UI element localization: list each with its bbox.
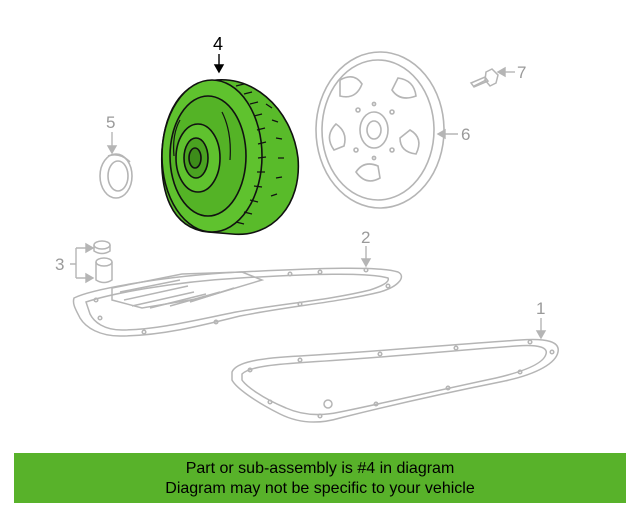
part-info-banner: Part or sub-assembly is #4 in diagram Di… (14, 453, 626, 503)
pan-gasket-part[interactable] (231, 338, 559, 423)
callout-label-6: 6 (461, 125, 470, 144)
seal-part[interactable] (99, 153, 133, 199)
banner-line-part: Part or sub-assembly is #4 in diagram (185, 460, 455, 477)
callout-2 (360, 246, 372, 268)
torque-converter-part[interactable] (160, 79, 300, 236)
callout-label-2: 2 (361, 228, 370, 247)
callout-4 (213, 54, 225, 74)
callout-label-4: 4 (213, 34, 223, 54)
callout-label-1: 1 (536, 299, 545, 318)
callout-7 (496, 66, 515, 78)
callout-1 (535, 318, 547, 340)
banner-line-disclaimer: Diagram may not be specific to your vehi… (165, 480, 475, 497)
parts-diagram: 6 7 5 (55, 34, 559, 423)
callout-label-7: 7 (517, 63, 526, 82)
callout-label-3: 3 (55, 255, 64, 274)
callout-label-5: 5 (106, 113, 115, 132)
bolt-part[interactable] (469, 68, 499, 88)
callout-5 (106, 132, 118, 155)
callout-6 (436, 128, 458, 140)
filter-part[interactable] (72, 267, 403, 337)
filter-seal-part[interactable] (93, 240, 113, 284)
callout-3 (70, 242, 95, 284)
flexplate-part[interactable] (315, 51, 445, 209)
